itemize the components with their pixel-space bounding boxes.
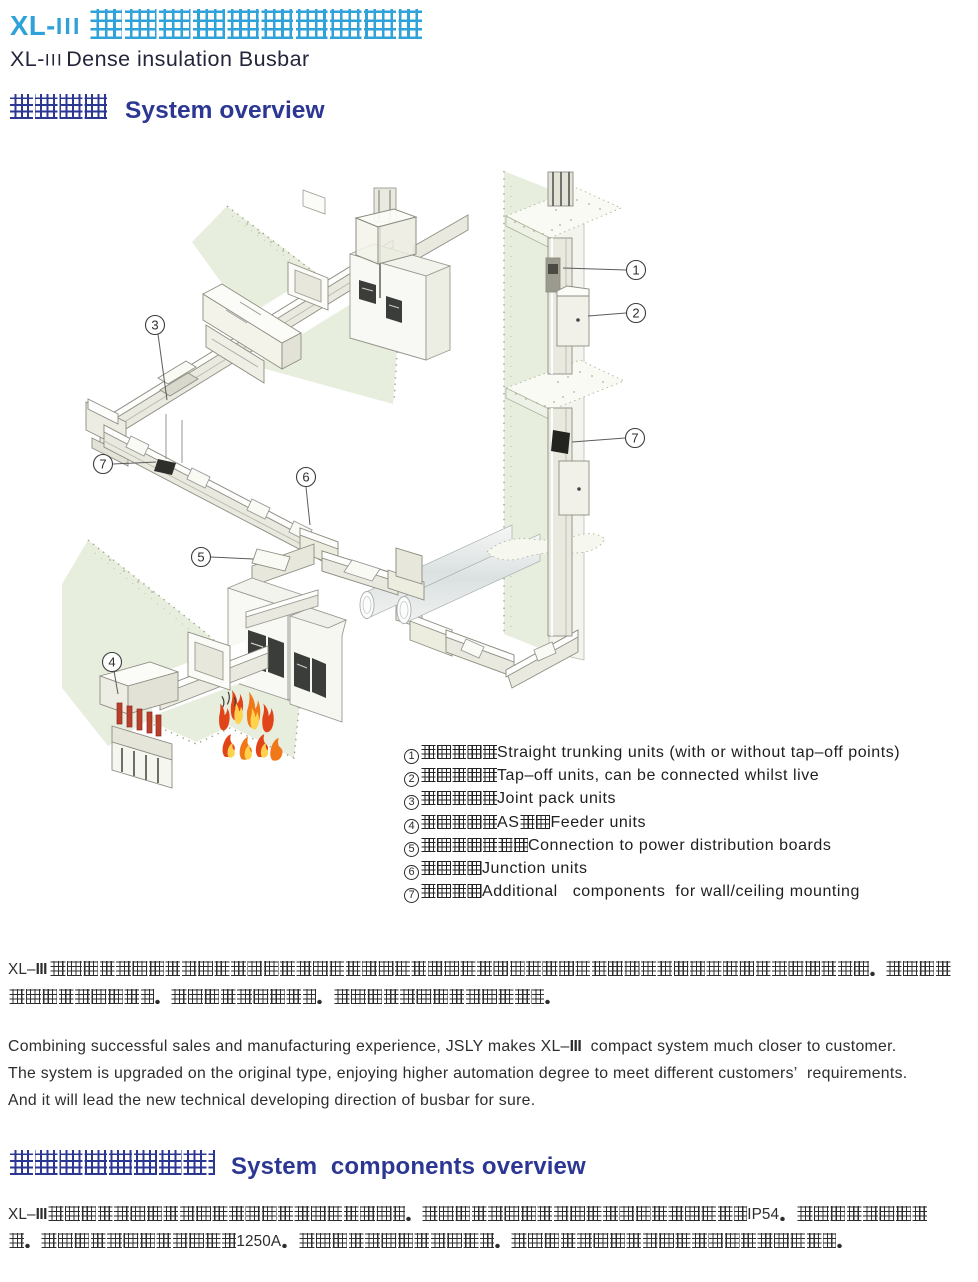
svg-text:2: 2 (632, 306, 639, 321)
svg-text:6: 6 (302, 470, 309, 485)
svg-text:4: 4 (108, 655, 115, 670)
svg-text:3: 3 (151, 318, 158, 333)
svg-text:5: 5 (197, 550, 204, 565)
svg-text:1: 1 (632, 263, 639, 278)
svg-text:7: 7 (99, 457, 106, 472)
svg-text:7: 7 (631, 431, 638, 446)
